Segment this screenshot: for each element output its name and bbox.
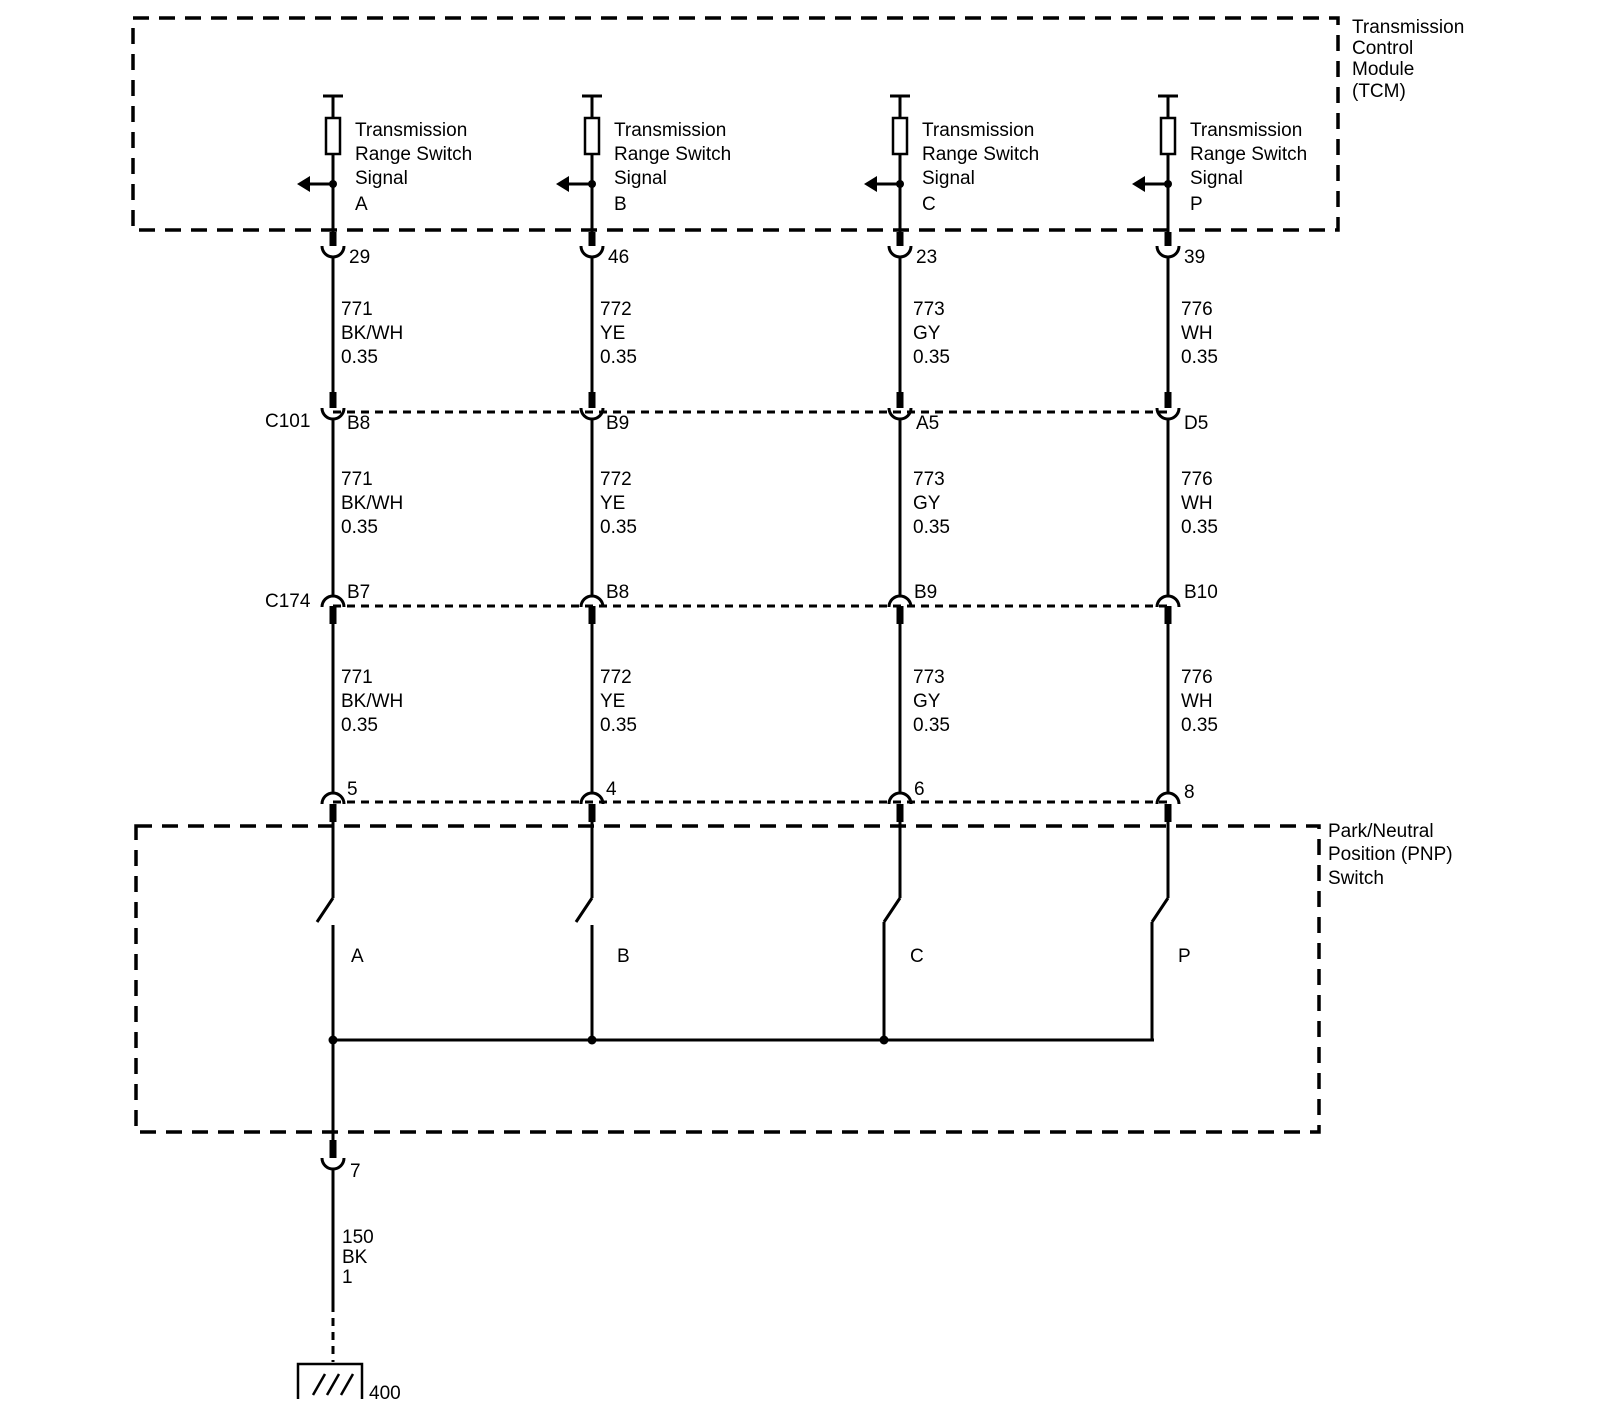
circuit-p: Transmission Range Switch Signal P 39 77… <box>1132 94 1313 1040</box>
arrow-left-icon <box>556 176 569 192</box>
tcm-module-box <box>131 16 1340 232</box>
pnp-pin <box>579 791 605 805</box>
tcm-pin-number: 46 <box>608 247 629 268</box>
arrow-left-icon <box>297 176 310 192</box>
c101-pin-number: B9 <box>606 413 629 434</box>
pnp-pin-number: 8 <box>1184 782 1195 803</box>
pnp-pin-number: 6 <box>914 779 925 800</box>
circuit-a: Transmission Range Switch Signal A 29 77… <box>297 94 478 1040</box>
c101-pin <box>1155 407 1181 421</box>
arrow-left-icon <box>1132 176 1145 192</box>
wire-label-3: 772 YE 0.35 <box>600 667 637 736</box>
pullup-resistor <box>324 116 342 156</box>
ground-point-label: 400 <box>369 1383 401 1404</box>
pnp-pin-number: 5 <box>347 779 358 800</box>
c101-pin <box>887 407 913 421</box>
c101-pin <box>579 407 605 421</box>
ground-wire-label: 150 BK 1 <box>342 1227 379 1288</box>
wire-label-1: 776 WH 0.35 <box>1181 299 1218 368</box>
tcm-pin-number: 23 <box>916 247 937 268</box>
wire-label-1: 773 GY 0.35 <box>913 299 950 368</box>
c101-pin-number: A5 <box>916 413 939 434</box>
c101-pin-number: B8 <box>347 413 370 434</box>
pnp-pin <box>887 791 913 805</box>
c174-pin <box>1155 594 1181 608</box>
pnp-switch-box <box>134 824 1321 1134</box>
wire-label-2: 773 GY 0.35 <box>913 469 950 538</box>
pullup-resistor <box>1159 116 1177 156</box>
tcm-pin <box>320 245 346 259</box>
tcm-pin <box>579 245 605 259</box>
tcm-pin <box>887 245 913 259</box>
wire-label-2: 772 YE 0.35 <box>600 469 637 538</box>
switch-label: A <box>351 946 364 967</box>
pnp-common-bus <box>328 1035 1154 1045</box>
switch-blade <box>882 897 902 923</box>
signal-label: Transmission Range Switch Signal B <box>614 120 737 215</box>
ground-hatch <box>339 1373 355 1396</box>
signal-label: Transmission Range Switch Signal C <box>922 120 1045 215</box>
switch-label: B <box>617 946 630 967</box>
pnp-pin-number: 4 <box>606 779 617 800</box>
c174-pin-number: B10 <box>1184 582 1218 603</box>
switch-blade <box>1150 897 1170 923</box>
pnp-pin <box>1155 791 1181 805</box>
c174-connector-label: C174 <box>265 591 311 612</box>
c101-pin <box>320 407 346 421</box>
c174-pin-number: B9 <box>914 582 937 603</box>
c174-pin <box>887 594 913 608</box>
c174-pin-number: B8 <box>606 582 629 603</box>
c101-connector-label: C101 <box>265 411 310 432</box>
c174-pin <box>579 594 605 608</box>
tcm-pin <box>1155 245 1181 259</box>
c174-pin-number: B7 <box>347 582 370 603</box>
switch-blade <box>315 897 335 923</box>
circuit-c: Transmission Range Switch Signal C 23 77… <box>864 94 1045 1040</box>
wire-label-2: 771 BK/WH 0.35 <box>341 469 409 538</box>
pullup-resistor <box>583 116 601 156</box>
signal-label: Transmission Range Switch Signal P <box>1190 120 1313 215</box>
pnp-switch-label: Park/Neutral Position (PNP) Switch <box>1328 821 1458 889</box>
splice-dot <box>587 1035 597 1045</box>
c101-pin-number: D5 <box>1184 413 1208 434</box>
signal-label: Transmission Range Switch Signal A <box>355 120 478 215</box>
splice-dot <box>879 1035 889 1045</box>
wire-label-1: 772 YE 0.35 <box>600 299 637 368</box>
ground-circuit: 7 150 BK 1 400 <box>296 1040 401 1404</box>
ground-hatch <box>311 1373 327 1396</box>
pnp-pin <box>320 791 346 805</box>
c174-pin <box>320 594 346 608</box>
arrow-left-icon <box>864 176 877 192</box>
wire-label-1: 771 BK/WH 0.35 <box>341 299 409 368</box>
wire-label-3: 771 BK/WH 0.35 <box>341 667 409 736</box>
switch-label: P <box>1178 946 1191 967</box>
circuit-b: Transmission Range Switch Signal B 46 77… <box>556 94 737 1040</box>
ground-hatch <box>325 1373 341 1396</box>
switch-label: C <box>910 946 924 967</box>
tcm-pin-number: 29 <box>349 247 370 268</box>
wire-label-2: 776 WH 0.35 <box>1181 469 1218 538</box>
wire-label-3: 773 GY 0.35 <box>913 667 950 736</box>
wire-label-3: 776 WH 0.35 <box>1181 667 1218 736</box>
ground-icon <box>296 1362 364 1399</box>
tcm-module-label: Transmission Control Module (TCM) <box>1352 17 1470 102</box>
switch-blade <box>574 897 594 923</box>
pnp-ground-pin-number: 7 <box>350 1161 361 1182</box>
pullup-resistor <box>891 116 909 156</box>
tcm-pin-number: 39 <box>1184 247 1205 268</box>
pnp-ground-pin <box>320 1157 346 1171</box>
